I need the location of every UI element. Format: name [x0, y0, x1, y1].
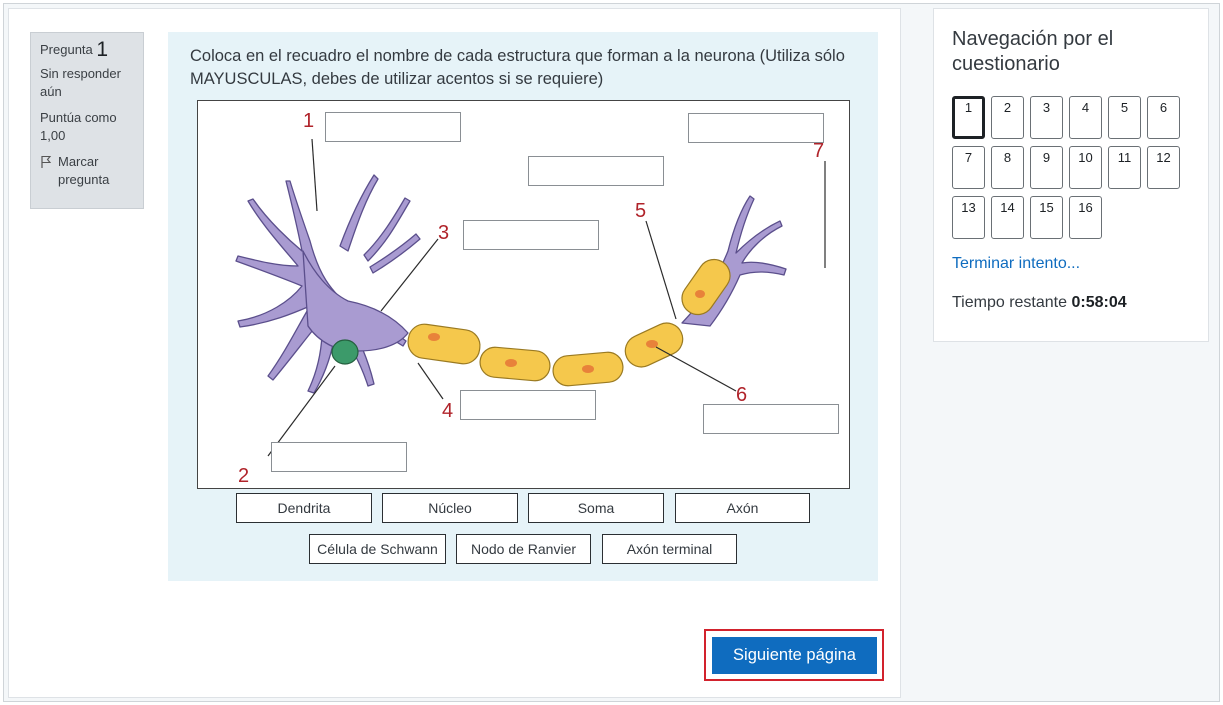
nav-question-1[interactable]: 1 [952, 96, 985, 139]
drag-item-dendrita[interactable]: Dendrita [236, 493, 372, 523]
drop-zone-3[interactable] [463, 220, 599, 250]
question-label: Pregunta [40, 42, 93, 57]
finish-attempt-link[interactable]: Terminar intento... [952, 255, 1081, 272]
diagram-number-3: 3 [438, 222, 449, 244]
flag-label: Marcar pregunta [58, 154, 110, 187]
neuron-illustration: 1 2 3 4 5 6 7 [235, 110, 826, 487]
pointer-lines [267, 138, 826, 457]
flag-question-link[interactable]: Marcar pregunta [40, 153, 134, 189]
nucleus-shape [331, 339, 359, 365]
question-grade: Puntúa como 1,00 [40, 110, 117, 143]
question-content: Coloca en el recuadro el nombre de cada … [168, 32, 878, 581]
nav-question-2[interactable]: 2 [991, 96, 1024, 139]
question-number-value: 1 [96, 38, 109, 61]
nav-question-14[interactable]: 14 [991, 196, 1024, 239]
diagram-number-2: 2 [238, 465, 249, 487]
nav-question-12[interactable]: 12 [1147, 146, 1180, 189]
nav-question-8[interactable]: 8 [991, 146, 1024, 189]
diagram-numbers: 1 2 3 4 5 6 7 [238, 110, 824, 487]
next-page-button[interactable]: Siguiente página [712, 637, 877, 674]
nav-question-16[interactable]: 16 [1069, 196, 1102, 239]
time-remaining: Tiempo restante 0:58:04 [952, 294, 1127, 312]
diagram-number-5: 5 [635, 200, 646, 222]
question-number: Pregunta 1 [40, 38, 134, 61]
nav-question-11[interactable]: 11 [1108, 146, 1141, 189]
diagram-number-7: 7 [813, 140, 824, 162]
drag-item-soma[interactable]: Soma [528, 493, 664, 523]
drag-item-celula-schwann[interactable]: Célula de Schwann [309, 534, 446, 564]
diagram-number-6: 6 [736, 384, 747, 406]
drop-zone-7[interactable] [688, 113, 824, 143]
drag-item-axon-terminal[interactable]: Axón terminal [602, 534, 737, 564]
drop-zone-4[interactable] [460, 390, 596, 420]
nav-question-9[interactable]: 9 [1030, 146, 1063, 189]
nav-question-4[interactable]: 4 [1069, 96, 1102, 139]
navigation-title: Navegación por el cuestionario [952, 28, 1114, 75]
nav-question-10[interactable]: 10 [1069, 146, 1102, 189]
drag-item-nodo-ranvier[interactable]: Nodo de Ranvier [456, 534, 591, 564]
nav-question-6[interactable]: 6 [1147, 96, 1180, 139]
drop-zone-top-center[interactable] [528, 156, 664, 186]
neuron-shape [235, 174, 787, 394]
diagram-number-1: 1 [303, 110, 314, 132]
drag-item-nucleo[interactable]: Núcleo [382, 493, 518, 523]
nav-question-5[interactable]: 5 [1108, 96, 1141, 139]
drop-zone-1[interactable] [325, 112, 461, 142]
flag-icon [41, 155, 52, 168]
drag-item-axon[interactable]: Axón [675, 493, 810, 523]
question-text: Coloca en el recuadro el nombre de cada … [190, 47, 845, 88]
nav-question-15[interactable]: 15 [1030, 196, 1063, 239]
question-state: Sin responder aún [40, 66, 121, 99]
nav-question-7[interactable]: 7 [952, 146, 985, 189]
schwann-cells [407, 258, 731, 387]
drop-zone-6[interactable] [703, 404, 839, 434]
next-button-highlight: Siguiente página [704, 629, 884, 681]
timer-label: Tiempo restante [952, 294, 1068, 311]
question-info: Pregunta 1 Sin responder aún Puntúa como… [30, 32, 144, 209]
neuron-diagram: 1 2 3 4 5 6 7 [197, 100, 850, 489]
timer-value: 0:58:04 [1071, 294, 1127, 311]
nav-question-13[interactable]: 13 [952, 196, 985, 239]
diagram-number-4: 4 [442, 400, 453, 422]
nav-question-3[interactable]: 3 [1030, 96, 1063, 139]
quiz-navigation-block: Navegación por el cuestionario 1 2 3 4 5… [933, 8, 1209, 342]
drop-zone-2[interactable] [271, 442, 407, 472]
